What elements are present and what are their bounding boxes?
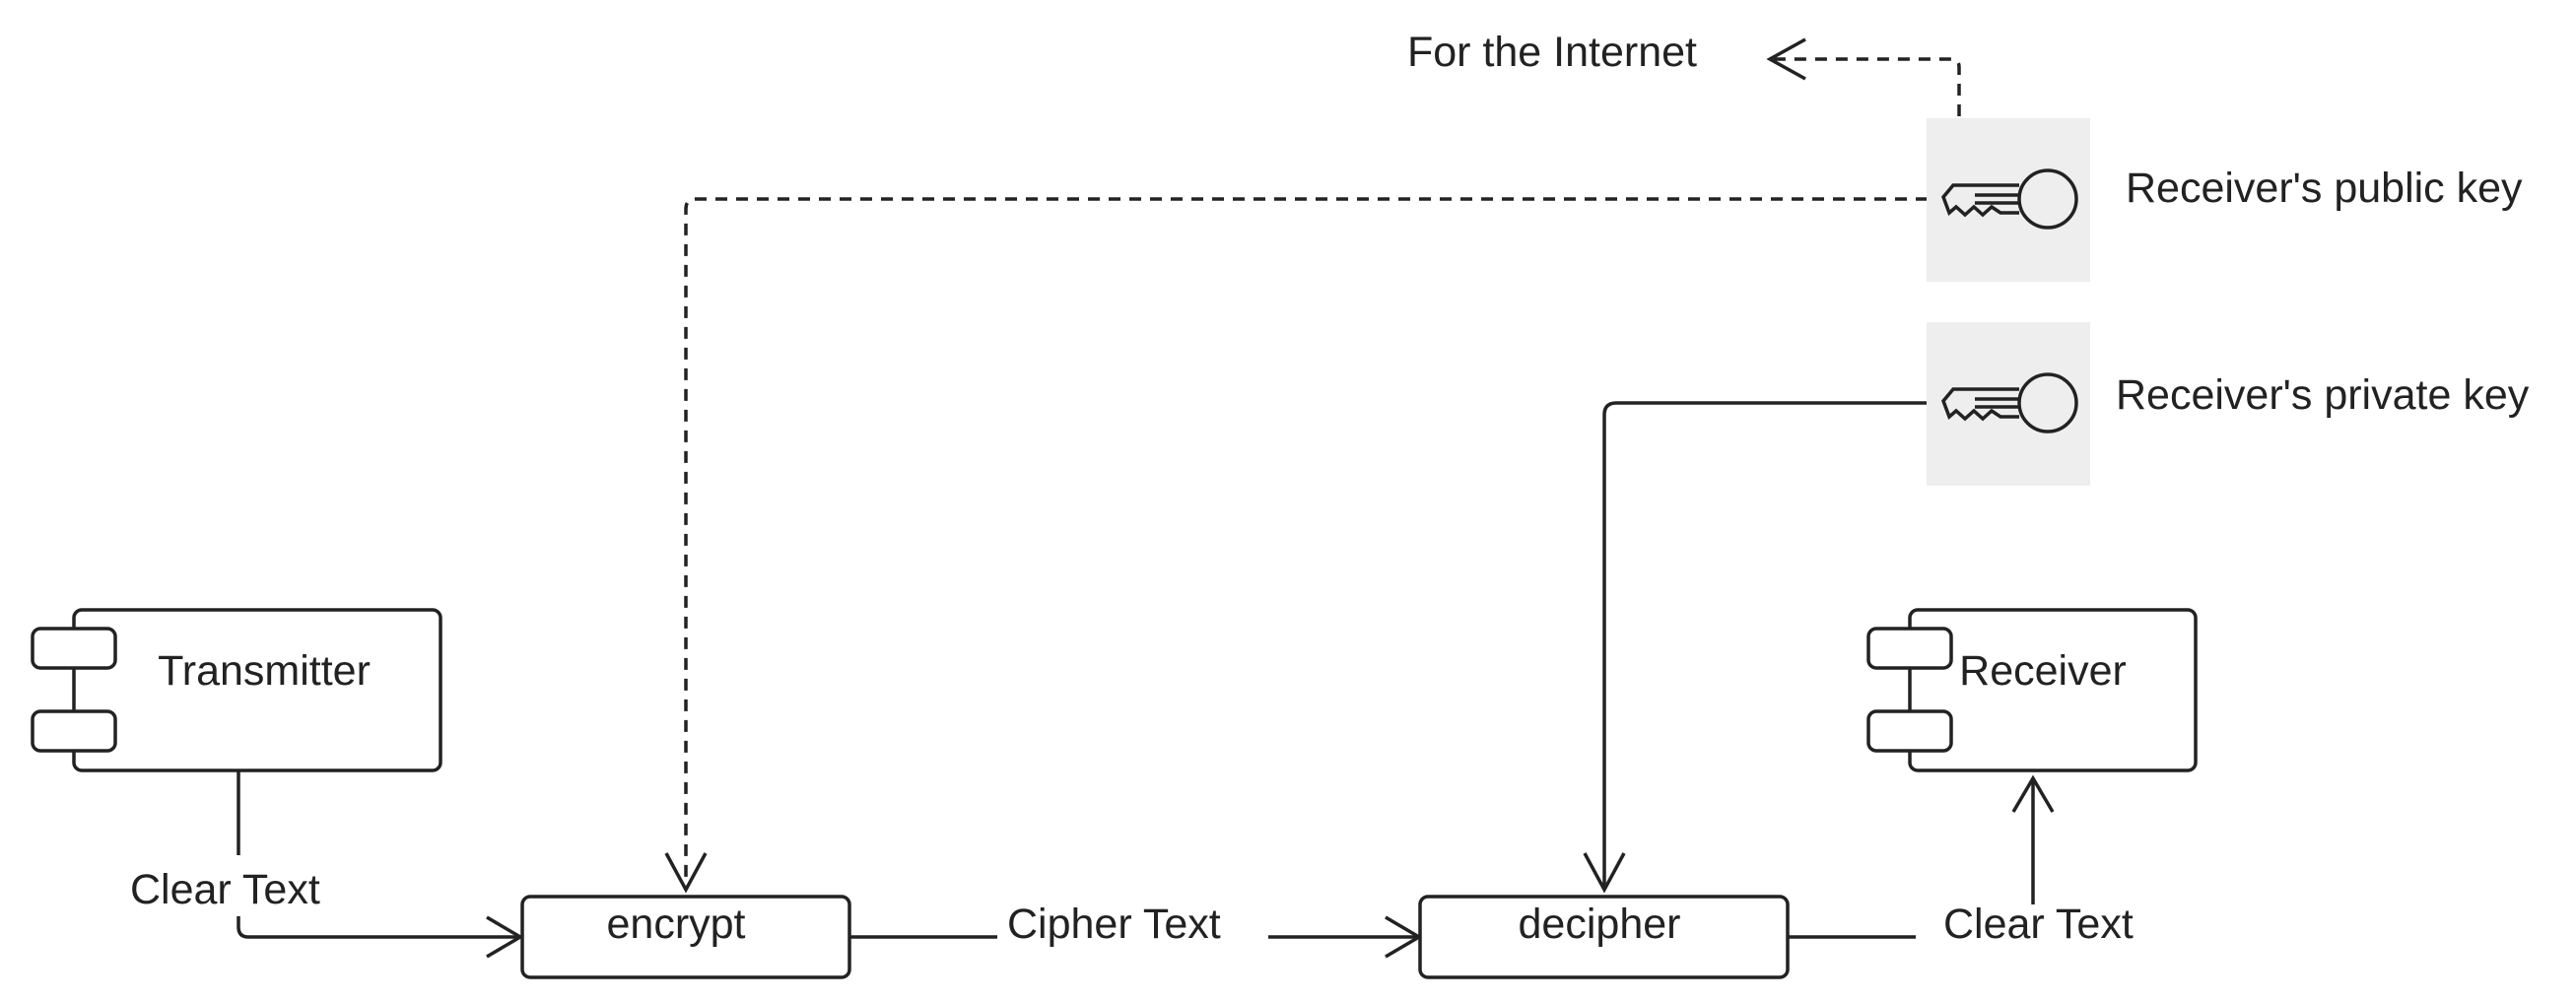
uml-component-icon [31, 627, 117, 753]
key-icon [1941, 372, 2078, 434]
edge-decipher-to-receiver [1788, 774, 2055, 939]
transmitter-component[interactable]: Transmitter [31, 608, 442, 772]
clear-text-out-label: Clear Text [1943, 901, 2134, 948]
edge-transmitter-to-encrypt [237, 770, 524, 959]
decipher-process[interactable]: decipher [1418, 895, 1790, 979]
transmitter-label: Transmitter [158, 647, 371, 695]
encrypt-label: encrypt [606, 901, 745, 948]
clear-text-in-label: Clear Text [130, 866, 320, 913]
private-key-artifact[interactable] [1927, 322, 2090, 486]
key-icon [1941, 168, 2078, 230]
public-key-artifact[interactable] [1927, 118, 2090, 282]
uml-component-icon [1866, 627, 1953, 753]
edge-private-key-to-decipher [1583, 401, 1928, 894]
decipher-label: decipher [1519, 901, 1681, 948]
private-key-label: Receiver's private key [2116, 371, 2530, 419]
receiver-label: Receiver [1959, 647, 2127, 695]
cipher-text-label: Cipher Text [1007, 901, 1221, 948]
receiver-component[interactable]: Receiver [1866, 608, 2198, 772]
edge-public-key-to-internet [1766, 37, 1961, 116]
public-key-label: Receiver's public key [2126, 165, 2523, 212]
encrypt-process[interactable]: encrypt [520, 895, 851, 979]
internet-label: For the Internet [1407, 29, 1697, 76]
edge-public-key-to-encrypt [664, 197, 1928, 894]
